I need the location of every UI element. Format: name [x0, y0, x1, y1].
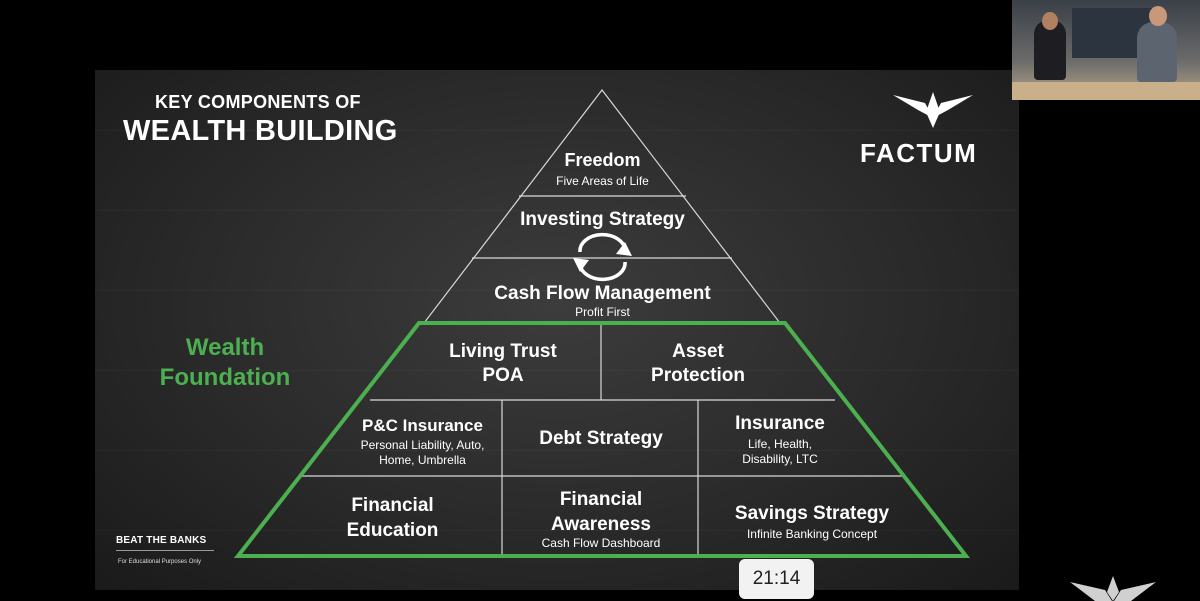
asset-line2: Protection: [651, 365, 745, 386]
living-trust-cell: Living Trust POA: [430, 340, 576, 388]
person-left: [1034, 20, 1066, 80]
beat-the-banks-logo: BEAT THE BANKS: [116, 535, 207, 546]
asset-protection-cell: Asset Protection: [625, 340, 771, 388]
pc-insurance-sub1: Personal Liability, Auto,: [360, 438, 485, 452]
financial-education-cell: Financial Education: [310, 493, 475, 543]
fin-education-line1: Financial: [351, 495, 434, 516]
footer-divider: [116, 550, 214, 551]
fin-awareness-line2: Awareness: [551, 514, 651, 535]
pc-insurance-title: P&C Insurance: [362, 416, 483, 435]
living-trust-line2: POA: [482, 365, 524, 386]
webcam-thumbnail[interactable]: [1012, 0, 1200, 100]
desk: [1012, 82, 1200, 100]
asset-line1: Asset: [672, 341, 724, 362]
person-left-head: [1042, 12, 1058, 30]
video-timestamp: 21:14: [739, 559, 814, 599]
slide-title-small: KEY COMPONENTS OF: [155, 92, 361, 112]
cycle-arrows-icon: [573, 232, 632, 282]
fin-awareness-line1: Financial: [559, 489, 643, 510]
insurance-title: Insurance: [735, 413, 825, 434]
cash-flow-subtitle: Profit First: [575, 305, 630, 319]
factum-wordmark: FACTUM: [860, 138, 978, 168]
investing-strategy-title: Investing Strategy: [520, 209, 685, 230]
savings-subtitle: Infinite Banking Concept: [746, 527, 878, 541]
pc-insurance-sub2: Home, Umbrella: [379, 453, 466, 467]
wealth-label-line2: Foundation: [159, 364, 291, 391]
freedom-title: Freedom: [564, 150, 641, 170]
wealth-foundation-outline: [233, 321, 971, 558]
fin-awareness-subtitle: Cash Flow Dashboard: [541, 536, 661, 550]
footer-disclaimer: For Educational Purposes Only: [118, 559, 202, 565]
financial-awareness-cell: Financial Awareness: [505, 487, 697, 537]
living-trust-line1: Living Trust: [449, 341, 557, 362]
factum-logo-icon: [893, 92, 973, 128]
cash-flow-management-title: Cash Flow Management: [494, 283, 711, 304]
wealth-foundation-label: Wealth Foundation: [150, 333, 300, 393]
person-right: [1137, 22, 1177, 82]
presentation-slide: [95, 70, 1019, 590]
slide-title: WEALTH BUILDING: [123, 115, 398, 147]
wealth-label-line1: Wealth: [185, 334, 265, 361]
insurance-sub2: Disability, LTC: [742, 452, 818, 466]
factum-watermark-icon: [1070, 576, 1156, 601]
fin-education-line2: Education: [346, 520, 439, 541]
debt-strategy-title: Debt Strategy: [539, 428, 663, 449]
freedom-subtitle: Five Areas of Life: [556, 174, 649, 188]
person-right-head: [1149, 6, 1167, 26]
insurance-sub1: Life, Health,: [747, 437, 813, 451]
savings-strategy-title: Savings Strategy: [734, 503, 890, 524]
